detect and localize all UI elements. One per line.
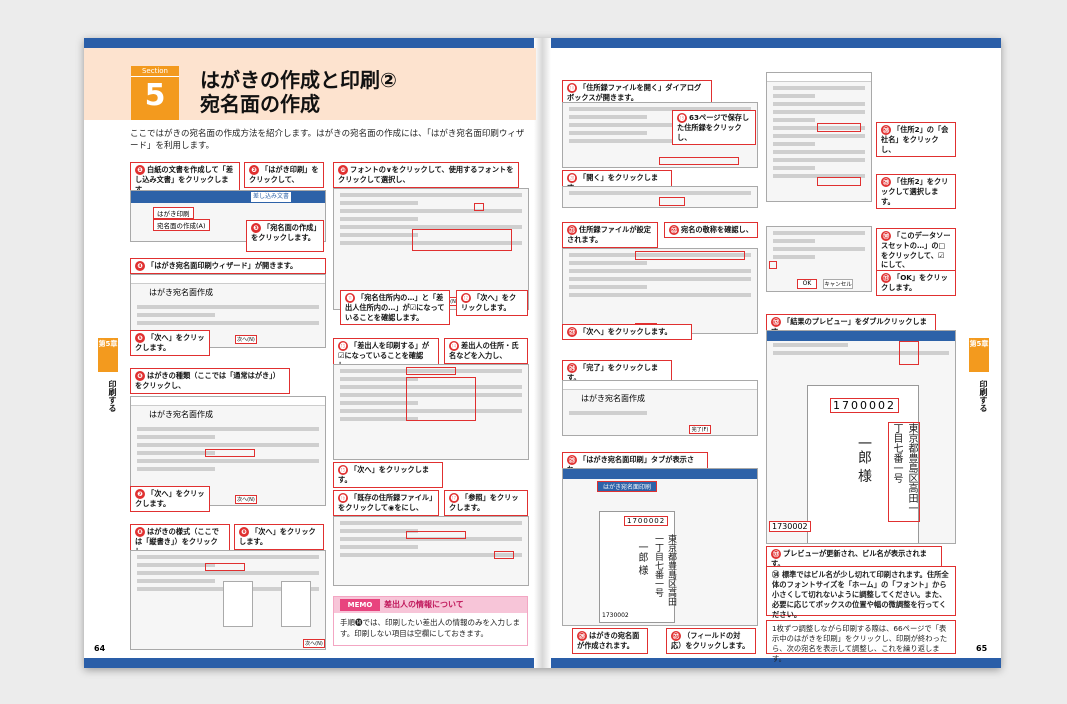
section-header: Section 5 はがきの作成と印刷② 宛名面の作成 [84, 48, 536, 120]
step-4: ❹「はがき宛名面印刷ウィザード」が開きます。 [130, 258, 326, 274]
create-address-side[interactable]: 宛名面の作成(A) [153, 219, 210, 231]
screenshot-card-style: 次へ(N) [130, 550, 326, 650]
mail-merge-tab[interactable]: 差し込み文書 [251, 192, 291, 202]
step-29: ㉙「住所2」をクリックして選択します。 [876, 174, 956, 209]
screenshot-result-preview: 1700002 東京都豊島区高田一丁目七番一号 一郎 様 1730002 [766, 330, 956, 544]
screenshot-datasource: OK キャンセル [766, 226, 872, 292]
top-band-left [84, 38, 536, 48]
cancel-button[interactable]: キャンセル [823, 279, 853, 289]
step-28: ㉘「住所2」の「会社名」をクリックし、 [876, 122, 956, 157]
screenshot-ribbon: 差し込み文書 はがき印刷 宛名面の作成(A) [130, 190, 326, 242]
step-23: ㉓「次へ」をクリックします。 [562, 324, 692, 340]
step-12: ⓬「次へ」をクリックします。 [456, 290, 528, 316]
page-title: はがきの作成と印刷② 宛名面の作成 [200, 68, 397, 116]
step-15: ⓯「次へ」をクリックします。 [333, 462, 443, 488]
step-18: ⓲「住所録ファイルを開く」ダイアログボックスが開きます。 [562, 80, 712, 106]
step-11: ⓫「宛名住所内の…」と「差出人住所内の…」が☑になっていることを確認します。 [340, 290, 450, 325]
postcard-print-tab[interactable]: はがき宛名面印刷 [597, 481, 657, 492]
step-17: ⓱「参照」をクリックします。 [444, 490, 528, 516]
screenshot-sender [333, 364, 529, 460]
screenshot-finish: はがき宛名面作成 完了(F) [562, 380, 758, 436]
postcard-print-menu[interactable]: はがき印刷 [153, 207, 194, 219]
bottom-band-right [549, 658, 1001, 668]
note-print: 1枚ずつ調整しながら印刷する際は、66ページで「表示中のはがきを印刷」をクリック… [766, 620, 956, 663]
step-7: ❼「次へ」をクリックします。 [130, 486, 210, 512]
postcard-preview: 1700002 東京都豊島区高田一丁目七番一号 一郎 様 1730002 [599, 511, 676, 623]
next-button-2[interactable]: 次へ(N) [235, 495, 257, 504]
bottom-band-left [84, 658, 536, 668]
next-button[interactable]: 次へ(N) [235, 335, 257, 344]
chapter-text-left: 印刷する [108, 380, 117, 412]
page-number-right: 65 [976, 644, 988, 653]
chapter-tab-right: 第5章 [969, 338, 989, 372]
screenshot-address-preview: はがき宛名面印刷 1700002 東京都豊島区高田一丁目七番一号 一郎 様 17… [562, 468, 758, 626]
chapter-tab-left: 第5章 [98, 338, 118, 372]
section-badge: Section 5 [131, 66, 179, 120]
memo-box: MEMO 差出人の情報について 手順⓮では、印刷したい差出人の情報のみを入力しま… [333, 596, 528, 646]
step-2: ❷「はがき印刷」をクリックして、 [244, 162, 324, 188]
next-button-3[interactable]: 次へ(N) [303, 639, 325, 648]
step-31: ㉛「OK」をクリックします。 [876, 270, 956, 296]
note-adjust: ㉞ 標準ではビル名が少し切れて印刷されます。住所全体のフォントサイズを「ホーム」… [766, 566, 956, 619]
page-number-left: 64 [94, 644, 106, 653]
step-3: ❸「宛名面の作成」をクリックします。 [246, 220, 324, 252]
top-band-right [549, 38, 1001, 48]
screenshot-file-set: 次へ(N) [562, 248, 758, 334]
screenshot-address-file [333, 516, 529, 586]
postcard-result: 1700002 東京都豊島区高田一丁目七番一号 一郎 様 [807, 385, 920, 543]
screenshot-font: 次へ(N) [333, 188, 529, 310]
screenshot-open-btn [562, 186, 758, 208]
step-9: ❾「次へ」をクリックします。 [234, 524, 324, 550]
step-5: ❺「次へ」をクリックします。 [130, 330, 210, 356]
screenshot-field-mapping [766, 72, 872, 202]
intro-text: ここではがきの宛名面の作成方法を紹介します。はがきの宛名面の作成には、「はがき宛… [130, 129, 525, 151]
step-27: ㉗（フィールドの対応）をクリックします。 [666, 628, 756, 654]
finish-button[interactable]: 完了(F) [689, 425, 711, 434]
step-30: ㉚「このデータソースセットの…」の□をクリックして、☑にして、 [876, 228, 956, 273]
screenshot-wizard-start: はがき宛名面作成 次へ(N) [130, 274, 326, 348]
step-16: ⓰「既存の住所録ファイル」をクリックして◉をにし、 [333, 490, 439, 516]
ok-button[interactable]: OK [797, 279, 817, 289]
book-spread: Section 5 はがきの作成と印刷② 宛名面の作成 ここではがきの宛名面の作… [84, 38, 1001, 668]
chapter-text-right: 印刷する [979, 380, 988, 412]
gutter [534, 38, 551, 668]
